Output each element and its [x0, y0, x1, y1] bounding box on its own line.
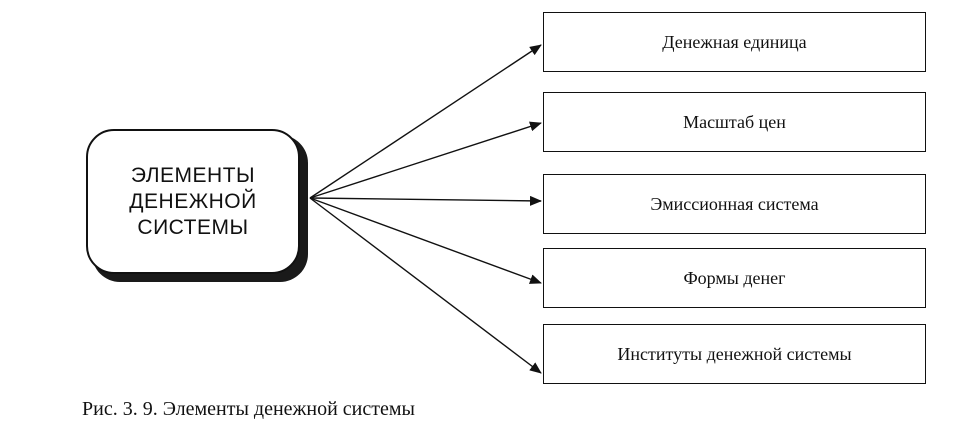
- main-node-line: ЭЛЕМЕНТЫ: [130, 163, 256, 187]
- arrow-to-masshtab-tsen: [309, 121, 542, 199]
- arrow-to-denezhnaya-edinitsa: [309, 44, 542, 199]
- arrow-to-emissionnaya-sistema: [309, 195, 542, 206]
- arrow-to-formy-deneg: [309, 197, 542, 284]
- main-node: ЭЛЕМЕНТЫ ДЕНЕЖНОЙ СИСТЕМЫ: [86, 129, 300, 274]
- target-node-label: Институты денежной системы: [617, 343, 852, 364]
- main-node-title: ЭЛЕМЕНТЫ ДЕНЕЖНОЙ СИСТЕМЫ: [129, 163, 256, 241]
- arrow-to-instituty-denezhnoy-sistemy: [309, 197, 542, 374]
- target-node-instituty-denezhnoy-sistemy: Институты денежной системы: [543, 324, 926, 384]
- target-node-label: Эмиссионная система: [650, 193, 819, 214]
- main-node-line: ДЕНЕЖНОЙ: [129, 189, 257, 213]
- target-node-formy-deneg: Формы денег: [543, 248, 926, 308]
- target-node-label: Формы денег: [683, 267, 786, 288]
- target-node-denezhnaya-edinitsa: Денежная единица: [543, 12, 926, 72]
- target-node-emissionnaya-sistema: Эмиссионная система: [543, 174, 926, 234]
- target-node-label: Денежная единица: [662, 31, 807, 52]
- main-node-line: СИСТЕМЫ: [137, 215, 249, 239]
- target-node-masshtab-tsen: Масштаб цен: [543, 92, 926, 152]
- target-node-label: Масштаб цен: [683, 111, 786, 132]
- figure-caption: Рис. 3. 9. Элементы денежной системы: [82, 398, 415, 420]
